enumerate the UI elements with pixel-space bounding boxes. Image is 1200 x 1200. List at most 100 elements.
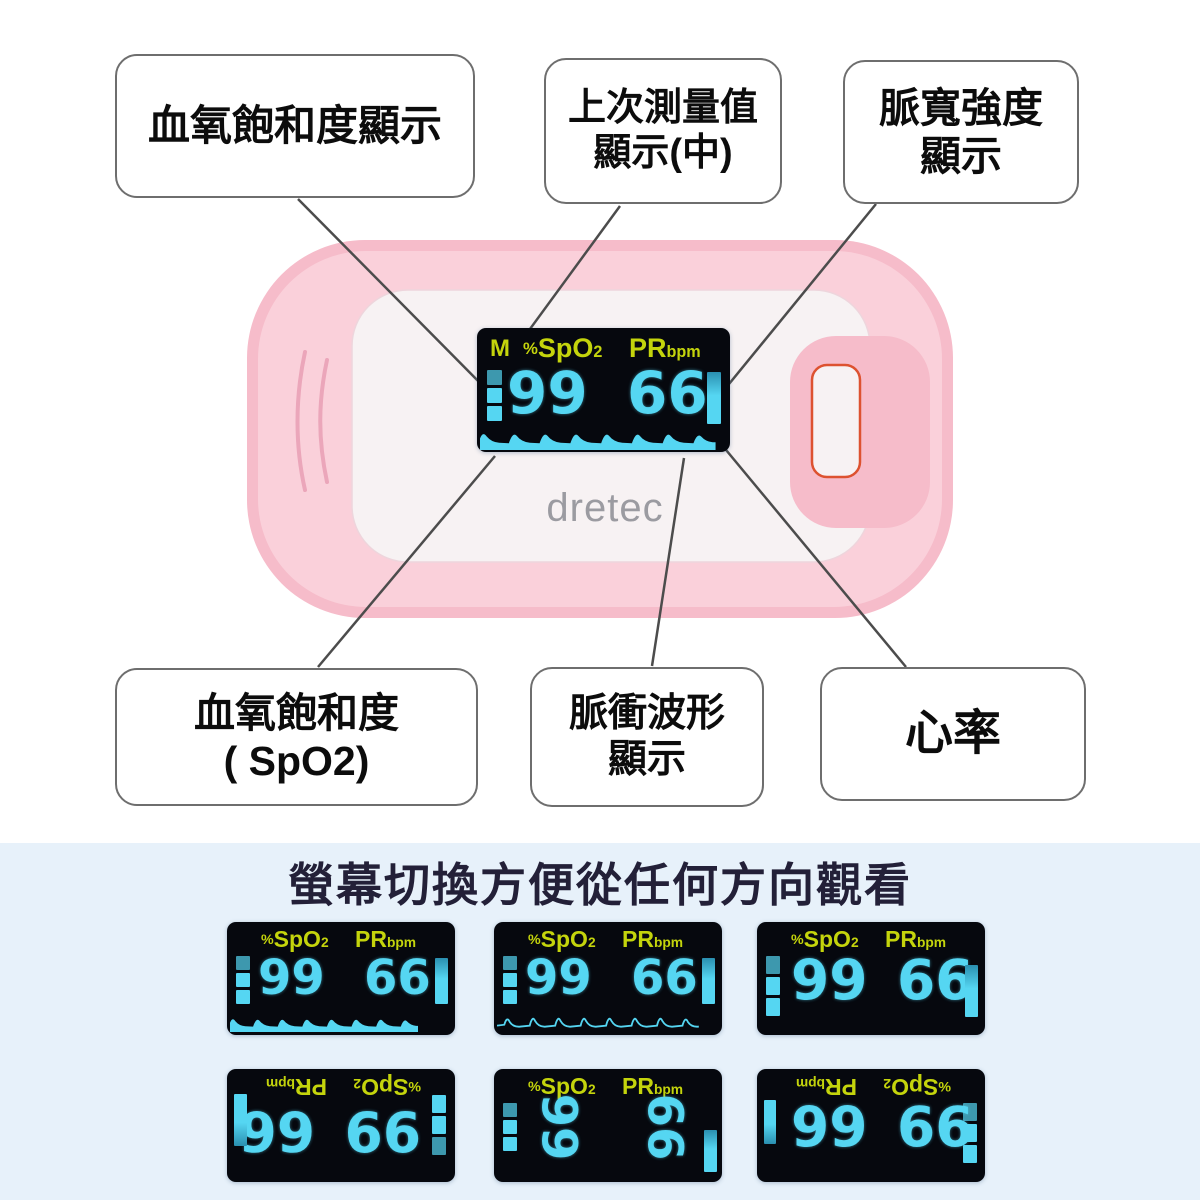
callout-last-measurement: 上次測量值 顯示(中): [544, 58, 782, 204]
pr-label: PRbpm: [355, 926, 416, 953]
spo2-label-subscript: 2: [353, 1076, 362, 1091]
spo2-label-subscript: 2: [883, 1076, 892, 1091]
memory-bar: [764, 1100, 776, 1144]
spo2-value: 99: [530, 1093, 587, 1161]
spo2-label-percent: %: [528, 932, 541, 948]
pr-value: 66: [631, 950, 698, 1006]
memory-signal-bar: [236, 956, 250, 1007]
pulse-intensity-bar: [963, 1103, 977, 1166]
memory-signal-bar: [503, 1103, 517, 1154]
pr-label: PRbpm: [622, 926, 683, 953]
callout-heart-rate: 心率: [820, 667, 1086, 801]
pr-value: 66: [897, 1095, 974, 1159]
pulse-intensity-bar: [435, 958, 448, 1004]
spo2-label-text: SpO: [540, 1073, 588, 1099]
display-values-row: 99 66: [494, 949, 722, 1015]
callout-line-pulse-intensity: [728, 203, 877, 385]
pr-label-unit: bpm: [653, 1082, 684, 1097]
display-values-row-rotated: 99 66: [227, 1094, 455, 1163]
pr-label-unit: bpm: [795, 1076, 826, 1091]
pr-label-unit: bpm: [653, 935, 684, 950]
pr-label-text: PR: [622, 1073, 654, 1099]
callout-text: 顯示: [607, 738, 686, 781]
button-recess: [790, 336, 930, 528]
grip-line: [295, 350, 307, 492]
callout-text: 脈寬強度: [879, 84, 1043, 131]
pr-label-text: PR: [885, 926, 917, 952]
spo2-label: %SpO2: [528, 1073, 596, 1100]
callout-text: 血氧飽和度顯示: [147, 102, 442, 150]
spo2-label-subscript: 2: [320, 935, 329, 950]
spo2-value: 99: [791, 948, 868, 1012]
product-diagram-section: M %SpO2 PRbpm 99 66 dretec 血氧飽和度顯示 上次測量值…: [115, 54, 1086, 807]
mini-screen-digits-rotated-90: %SpO2 PRbpm 99 66: [494, 1069, 722, 1182]
spo2-label-text: SpO: [803, 926, 851, 952]
callout-text: 顯示(中): [593, 132, 733, 174]
spo2-value: 99: [507, 359, 588, 427]
spo2-label-percent: %: [791, 932, 804, 948]
pr-label-text: PR: [355, 926, 387, 952]
mini-screen-numbers-only: %SpO2 PRbpm 99 66: [757, 922, 985, 1035]
display-values-row: 99 66: [757, 1095, 985, 1163]
pr-value: 66: [897, 948, 974, 1012]
callout-spo2-value: 血氧飽和度 ( SpO2): [115, 668, 478, 806]
power-button: [810, 363, 862, 479]
spo2-label: %SpO2: [528, 926, 596, 953]
spo2-label-text: SpO: [540, 926, 588, 952]
device-display: M %SpO2 PRbpm 99 66: [477, 328, 730, 452]
spo2-label-percent: %: [938, 1078, 951, 1094]
pulse-waveform-line: [497, 1017, 699, 1028]
pulse-intensity-bar: [707, 372, 721, 424]
callout-pulse-intensity: 脈寬強度 顯示: [843, 60, 1079, 204]
spo2-label-percent: %: [261, 932, 274, 948]
callout-line-spo2-display: [297, 198, 490, 393]
mini-screen-labels-rotated: %SpO2 PRbpm 99 66: [757, 1069, 985, 1182]
pr-label-text: PR: [622, 926, 654, 952]
pr-label: PRbpm: [885, 926, 946, 953]
pr-label: PRbpm: [622, 1073, 683, 1100]
spo2-label-percent: %: [523, 339, 538, 358]
spo2-value: 99: [344, 1099, 421, 1163]
pulse-intensity-bar: [704, 1130, 717, 1172]
brand-logo: dretec: [546, 486, 664, 530]
spo2-label-percent: %: [528, 1079, 541, 1095]
display-header: %SpO2 PRbpm: [227, 926, 455, 953]
spo2-label: %SpO2: [791, 926, 859, 953]
pulse-intensity-bar: [234, 1094, 247, 1146]
memory-signal-bar: [487, 370, 502, 424]
pulse-waveform: [480, 434, 716, 450]
spo2-label-percent: %: [408, 1078, 421, 1094]
display-header: %SpO2 PRbpm: [494, 926, 722, 953]
pr-value: 66: [238, 1099, 315, 1163]
memory-signal-bar: [766, 956, 780, 1019]
callout-spo2-display: 血氧飽和度顯示: [115, 54, 475, 198]
callout-text: 上次測量值: [567, 87, 758, 130]
grip-line: [318, 358, 329, 484]
callout-text: 顯示: [920, 133, 1002, 179]
mini-screen-waveform-line: %SpO2 PRbpm 99 66: [494, 922, 722, 1035]
pr-label-unit: bpm: [916, 935, 947, 950]
orientation-section: 螢幕切換方便從任何方向觀看 %SpO2 PRbpm 99 66 %SpO2 PR…: [0, 843, 1200, 1200]
spo2-label-subscript: 2: [587, 1082, 596, 1097]
pr-label-unit: bpm: [265, 1076, 296, 1091]
callout-line-spo2-value: [317, 455, 496, 668]
callout-text: 心率: [904, 706, 1001, 760]
memory-signal-bar: [503, 956, 517, 1007]
spo2-label-subscript: 2: [587, 935, 596, 950]
spo2-value: 99: [791, 1095, 868, 1159]
spo2-label-subscript: 2: [593, 343, 603, 361]
pr-value: 66: [636, 1093, 693, 1161]
pulse-intensity-bar: [965, 965, 978, 1017]
display-values-row: 99 66: [477, 362, 730, 426]
pulse-waveform: [230, 1019, 419, 1032]
display-values-row: 99 66: [494, 1093, 722, 1172]
display-header: %SpO2 PRbpm: [494, 1073, 722, 1100]
display-header: %SpO2 PRbpm: [757, 926, 985, 953]
callout-text: ( SpO2): [223, 738, 370, 784]
spo2-value: 99: [525, 950, 592, 1006]
callout-text: 脈衝波形: [568, 691, 725, 735]
section-title: 螢幕切換方便從任何方向觀看: [288, 859, 912, 911]
spo2-value: 99: [258, 950, 325, 1006]
mini-screen-waveform-filled: %SpO2 PRbpm 99 66: [227, 922, 455, 1035]
spo2-label: %SpO2: [261, 926, 329, 953]
